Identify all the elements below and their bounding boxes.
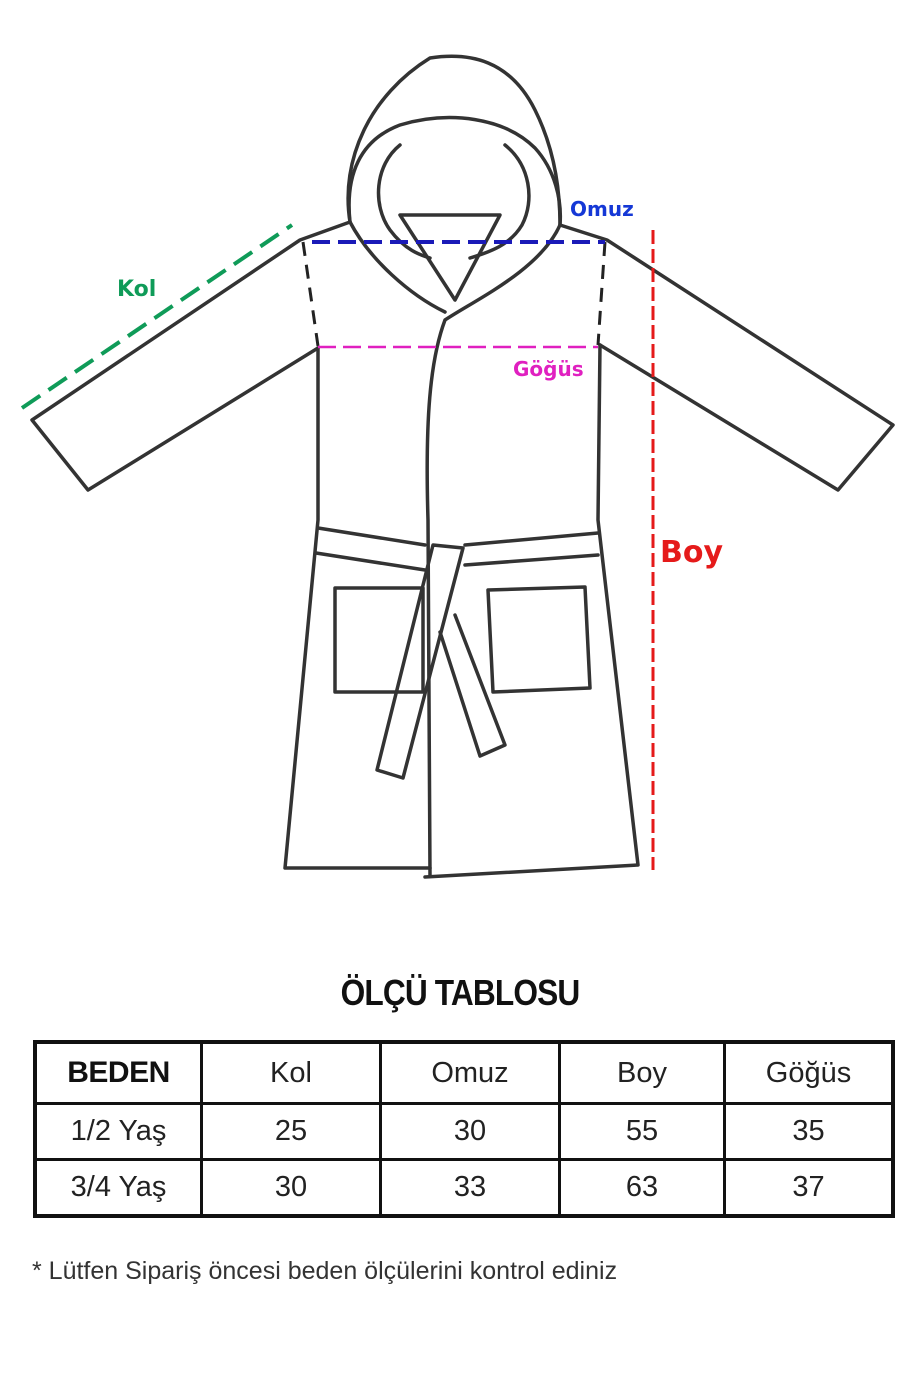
cell-beden: 1/2 Yaş: [33, 1102, 203, 1161]
right-lapel: [425, 223, 562, 877]
footnote: * Lütfen Sipariş öncesi beden ölçülerini…: [32, 1257, 618, 1285]
hood-inner: [376, 143, 432, 260]
belt-tie-right: [438, 613, 507, 758]
hood-outline: [346, 54, 562, 227]
left-pocket: [333, 586, 425, 694]
header-gogus: Göğüs: [723, 1040, 895, 1105]
hood-neck-triangle: [398, 213, 502, 302]
cell-beden: 3/4 Yaş: [33, 1158, 203, 1218]
cell-gogus: 35: [723, 1102, 895, 1161]
cell-omuz: 33: [379, 1158, 561, 1218]
header-omuz: Omuz: [379, 1040, 561, 1105]
table-row: 3/4 Yaş 30 33 63 37: [33, 1158, 895, 1218]
right-pocket: [486, 585, 592, 694]
body-right-side: [423, 343, 640, 879]
right-sleeve: [558, 223, 895, 492]
header-boy: Boy: [558, 1040, 726, 1105]
header-beden: BEDEN: [33, 1040, 203, 1105]
kol-label: Kol: [117, 277, 156, 302]
table-header-row: BEDEN Kol Omuz Boy Göğüs: [33, 1040, 895, 1105]
cell-boy: 55: [558, 1102, 726, 1161]
table-row: 1/2 Yaş 25 30 55 35: [33, 1102, 895, 1161]
boy-label: Boy: [660, 535, 723, 570]
left-sleeve: [30, 220, 352, 492]
hood-rim: [347, 115, 563, 227]
omuz-label: Omuz: [570, 197, 634, 221]
belt-tie-left: [375, 543, 465, 780]
size-table: BEDEN Kol Omuz Boy Göğüs 1/2 Yaş 25 30 5…: [33, 1040, 895, 1218]
cell-kol: 25: [200, 1102, 382, 1161]
hood-inner-right: [468, 143, 531, 260]
cell-boy: 63: [558, 1158, 726, 1218]
left-armhole-seam: [301, 241, 320, 347]
body-left-side: [283, 346, 432, 870]
left-lapel: [348, 220, 447, 314]
gogus-label: Göğüs: [513, 357, 584, 381]
cell-kol: 30: [200, 1158, 382, 1218]
cell-gogus: 37: [723, 1158, 895, 1218]
cell-omuz: 30: [379, 1102, 561, 1161]
belt-bottom: [314, 551, 600, 572]
kol-measure-line: [20, 223, 294, 410]
header-kol: Kol: [200, 1040, 382, 1105]
right-armhole-seam: [596, 241, 607, 346]
bathrobe-diagram: Kol Omuz Göğüs Boy: [20, 54, 895, 879]
size-chart-title: ÖLÇÜ TABLOSU: [340, 972, 581, 1013]
belt-top: [316, 526, 600, 547]
